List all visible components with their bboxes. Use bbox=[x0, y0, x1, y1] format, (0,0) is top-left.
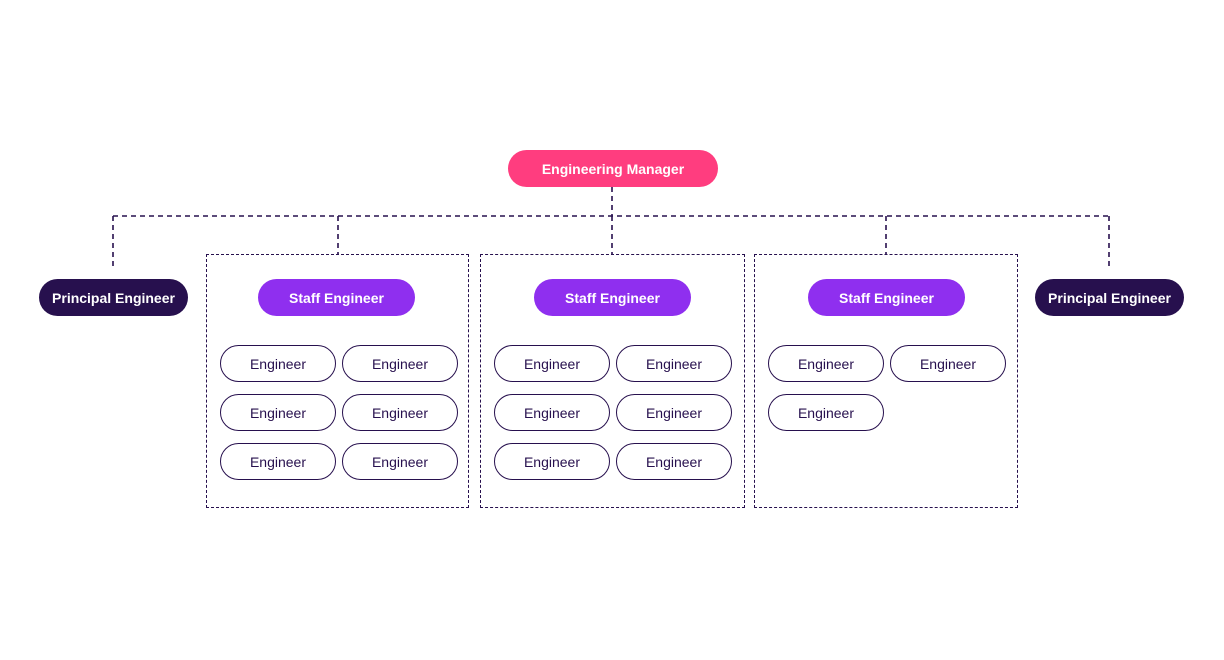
principal-engineer-node-right: Principal Engineer bbox=[1035, 279, 1184, 316]
staff-engineer-node-2: Staff Engineer bbox=[534, 279, 691, 316]
principal-engineer-label: Principal Engineer bbox=[1048, 289, 1171, 306]
engineer-node: Engineer bbox=[342, 394, 458, 431]
engineer-node: Engineer bbox=[494, 394, 610, 431]
engineer-label: Engineer bbox=[797, 355, 855, 372]
engineer-node: Engineer bbox=[220, 345, 336, 382]
engineer-label: Engineer bbox=[523, 453, 581, 470]
engineer-node: Engineer bbox=[616, 345, 732, 382]
team-group-3 bbox=[754, 254, 1018, 508]
engineer-label: Engineer bbox=[645, 355, 703, 372]
staff-engineer-label: Staff Engineer bbox=[289, 289, 384, 306]
engineer-label: Engineer bbox=[249, 404, 307, 421]
engineer-label: Engineer bbox=[645, 404, 703, 421]
engineer-label: Engineer bbox=[523, 404, 581, 421]
engineer-node: Engineer bbox=[494, 443, 610, 480]
engineer-node: Engineer bbox=[342, 443, 458, 480]
engineer-label: Engineer bbox=[371, 355, 429, 372]
engineer-label: Engineer bbox=[919, 355, 977, 372]
engineer-label: Engineer bbox=[371, 453, 429, 470]
team-group-1 bbox=[206, 254, 469, 508]
engineer-label: Engineer bbox=[249, 453, 307, 470]
team-group-2 bbox=[480, 254, 745, 508]
engineering-manager-node: Engineering Manager bbox=[508, 150, 718, 187]
engineer-label: Engineer bbox=[371, 404, 429, 421]
engineer-node: Engineer bbox=[494, 345, 610, 382]
staff-engineer-label: Staff Engineer bbox=[565, 289, 660, 306]
engineer-label: Engineer bbox=[249, 355, 307, 372]
engineer-node: Engineer bbox=[768, 345, 884, 382]
engineer-node: Engineer bbox=[616, 394, 732, 431]
staff-engineer-node-1: Staff Engineer bbox=[258, 279, 415, 316]
engineer-label: Engineer bbox=[645, 453, 703, 470]
principal-engineer-label: Principal Engineer bbox=[52, 289, 175, 306]
engineer-node: Engineer bbox=[220, 443, 336, 480]
engineer-node: Engineer bbox=[616, 443, 732, 480]
staff-engineer-node-3: Staff Engineer bbox=[808, 279, 965, 316]
engineer-label: Engineer bbox=[523, 355, 581, 372]
engineer-node: Engineer bbox=[890, 345, 1006, 382]
principal-engineer-node-left: Principal Engineer bbox=[39, 279, 188, 316]
engineer-node: Engineer bbox=[768, 394, 884, 431]
engineer-label: Engineer bbox=[797, 404, 855, 421]
engineering-manager-label: Engineering Manager bbox=[541, 160, 685, 177]
engineer-node: Engineer bbox=[220, 394, 336, 431]
staff-engineer-label: Staff Engineer bbox=[839, 289, 934, 306]
engineer-node: Engineer bbox=[342, 345, 458, 382]
